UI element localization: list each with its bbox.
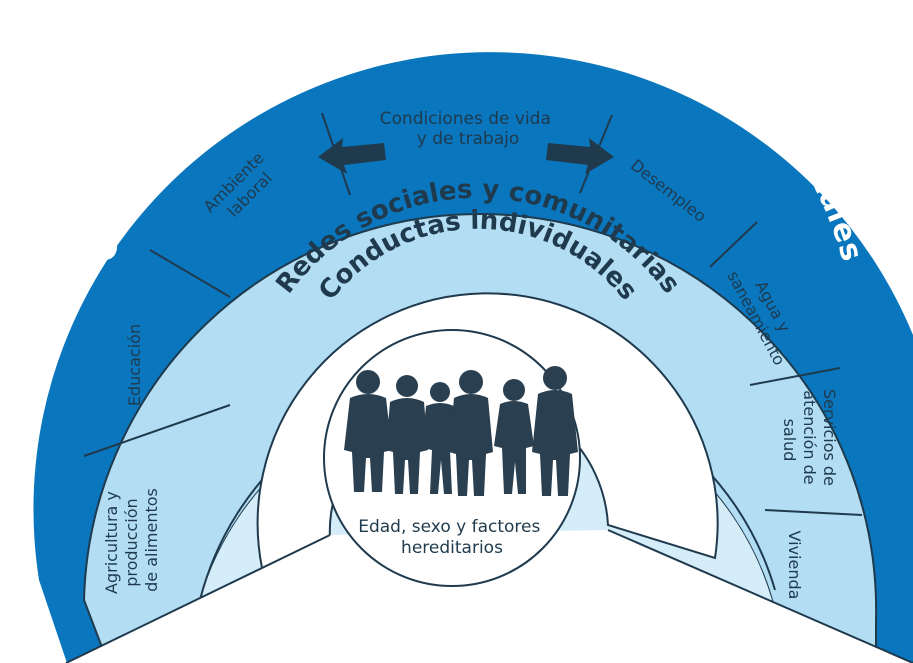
cut-line-right: [607, 529, 913, 663]
segment-agricultura-label: Agricultura y producción de alimentos: [102, 486, 161, 594]
segment-educacion-label: Educación: [125, 324, 144, 406]
segment-vivienda-label: Vivienda: [785, 531, 804, 600]
arrow-right-icon: [546, 138, 614, 174]
segment-condiciones-vida-label: Condiciones de vida y de trabajo: [380, 109, 557, 149]
arrow-left-icon: [318, 138, 386, 174]
segment-servicios-label: Servicios de atención de salud: [780, 389, 839, 491]
center-label: Edad, sexo y factores hereditarios: [358, 517, 546, 558]
people-silhouette-icon: [344, 366, 578, 496]
bottom-cutout: [67, 530, 913, 663]
cut-line-left: [65, 534, 331, 663]
